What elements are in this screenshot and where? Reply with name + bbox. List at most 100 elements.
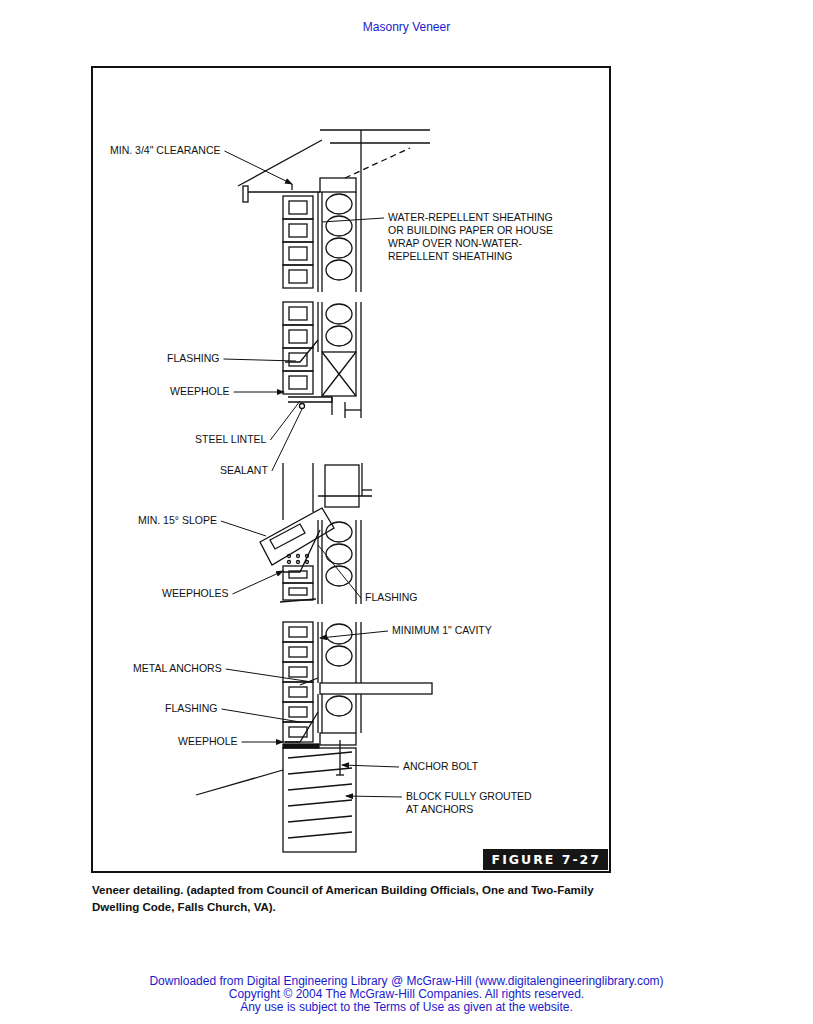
footer-notice: Downloaded from Digital Engineering Libr… [0, 975, 813, 988]
brick [283, 196, 313, 219]
gypsum-board [360, 130, 361, 192]
figure-caption: Veneer detailing. (adapted from Council … [92, 882, 622, 916]
mortar-fill [306, 561, 309, 564]
stud [355, 622, 356, 683]
brick [283, 242, 313, 265]
break-line [280, 599, 316, 602]
brick [283, 722, 313, 742]
mortar-fill [297, 555, 300, 558]
brick [283, 371, 313, 394]
brick [283, 583, 313, 600]
brick [283, 566, 313, 583]
leader-line [221, 521, 266, 536]
brick [283, 702, 313, 722]
callout-label: FLASHING [365, 591, 418, 604]
figure-number-box: FIGURE 7-27 [483, 849, 608, 870]
gypsum-board [360, 192, 361, 292]
brick-core [289, 353, 307, 366]
leader-line [270, 401, 300, 440]
gypsum-board [360, 622, 361, 683]
mortar-fill [306, 555, 309, 558]
footer-notice: Copyright © 2004 The McGraw-Hill Compani… [0, 988, 813, 1001]
leader-line [234, 392, 284, 393]
block-hatch [288, 752, 352, 758]
page-title: Masonry Veneer [0, 20, 813, 34]
leader-line [222, 709, 300, 722]
brick-core [289, 647, 307, 657]
sheathing [317, 622, 318, 683]
brick-core [289, 224, 307, 237]
brick-core [289, 707, 307, 717]
callout-label: MIN. 3/4" CLEARANCE [110, 144, 221, 157]
callout-label: WEEPHOLES [162, 587, 229, 600]
sheathing [317, 192, 318, 292]
brick [283, 325, 313, 348]
brick-core [289, 727, 307, 737]
brick [283, 348, 313, 371]
veneer-face [282, 463, 283, 520]
top-plate [320, 178, 356, 192]
callout-label: WEEPHOLE [178, 735, 238, 748]
insulation [326, 624, 352, 644]
stud [321, 302, 322, 352]
brick-core [289, 571, 307, 578]
insulation [326, 522, 352, 542]
block-hatch [288, 768, 352, 774]
insulation [326, 326, 352, 346]
brick-core [289, 307, 307, 320]
callout-label: FLASHING [165, 702, 218, 715]
insulation [326, 216, 352, 236]
brick-core [289, 627, 307, 637]
leader-line [224, 359, 296, 361]
brick [283, 622, 313, 642]
callout-label: ANCHOR BOLT [403, 760, 478, 773]
mortar-fill [288, 555, 291, 558]
brick [283, 302, 313, 325]
brick-core [289, 270, 307, 283]
leader-line [272, 409, 302, 471]
insulation [326, 238, 352, 258]
insulation [326, 304, 352, 324]
gypsum-board [360, 520, 361, 604]
leader-line [342, 765, 399, 767]
leader-line [322, 218, 384, 222]
callout-label: MINIMUM 1" CAVITY [392, 624, 492, 637]
brick [283, 682, 313, 702]
callout-label: WATER-REPELLENT SHEATHING OR BUILDING PA… [388, 211, 563, 263]
brick-core [289, 588, 307, 595]
leader-line [233, 571, 283, 594]
brick-core [289, 376, 307, 389]
insulation [326, 260, 352, 280]
block-hatch [288, 832, 352, 838]
stud [321, 694, 322, 733]
brick-core [289, 667, 307, 677]
gypsum-board [360, 302, 361, 352]
mortar-fill [297, 561, 300, 564]
gypsum-board [360, 352, 361, 418]
block-hatch [288, 784, 352, 790]
brick-core [289, 201, 307, 214]
insulation [326, 194, 352, 214]
brick [283, 662, 313, 682]
leader-line [242, 742, 283, 743]
callout-label: FLASHING [167, 352, 220, 365]
gypsum-board [360, 694, 361, 733]
block-hatch [288, 816, 352, 822]
leader-line [226, 669, 312, 682]
stud [355, 302, 356, 352]
veneer-face [312, 463, 313, 512]
insulation [326, 544, 352, 564]
stud [355, 694, 356, 733]
window-frame [345, 409, 361, 410]
callout-label: STEEL LINTEL [195, 433, 266, 446]
brick-core [289, 247, 307, 260]
brick [283, 642, 313, 662]
leader-line [346, 796, 402, 797]
stud [355, 192, 356, 292]
sheathing [317, 520, 318, 604]
callout-label: METAL ANCHORS [133, 662, 222, 675]
leader-line [225, 151, 292, 184]
brick-core [289, 330, 307, 343]
stud [321, 192, 322, 292]
brick [283, 219, 313, 242]
